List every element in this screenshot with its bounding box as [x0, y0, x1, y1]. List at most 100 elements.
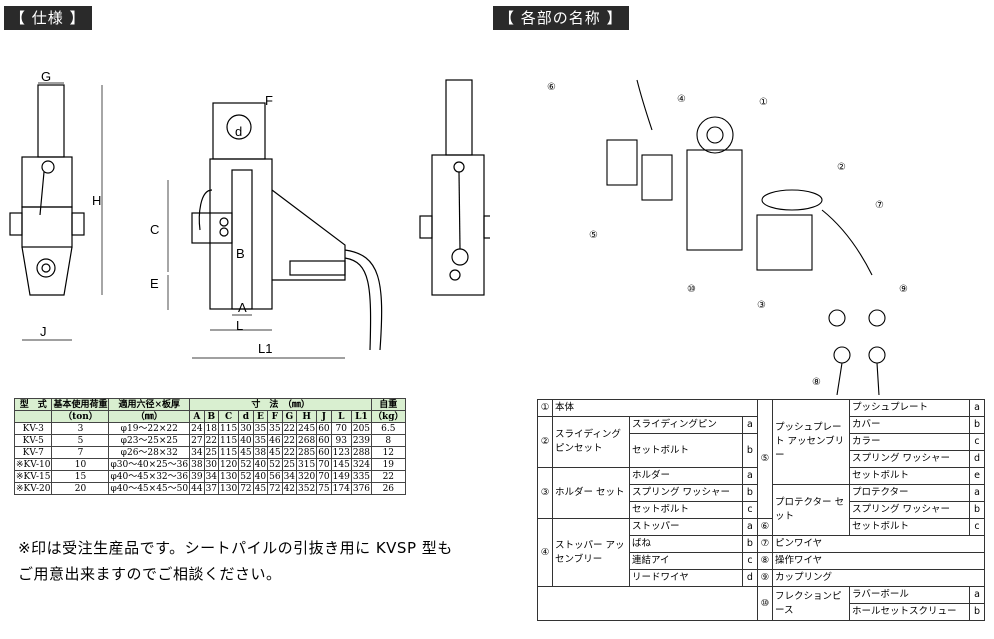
th-load-unit: （ton） [51, 410, 110, 423]
spec-cell: 45 [267, 446, 283, 459]
spec-cell: 26 [371, 482, 406, 495]
spec-cell: ※KV-15 [13, 470, 53, 483]
th-col-a: A [189, 410, 205, 423]
part-8: 操作ワイヤ [771, 552, 986, 570]
spec-cell: 120 [218, 458, 240, 471]
spec-cell: 335 [350, 470, 373, 483]
th-weight-unit: （kg） [371, 410, 406, 423]
spec-cell: 10 [51, 458, 110, 471]
part-5d: スプリング ワッシャー [848, 450, 971, 468]
spec-header: 【 仕様 】 [4, 6, 92, 30]
part-5: プッシュプレート アッセンブリー [771, 399, 850, 485]
th-col-l: L [330, 410, 352, 423]
th-col-j: J [316, 410, 332, 423]
spec-cell: 93 [330, 434, 352, 447]
part-5a: プッシュプレート [848, 399, 971, 417]
spec-cell: KV-7 [13, 446, 53, 459]
spec-cell: 45 [252, 482, 269, 495]
th-size: 適用六径×板厚 [108, 398, 191, 411]
spec-cell: 30 [238, 422, 254, 435]
spec-cell: 39 [189, 470, 205, 483]
spec-cell: 205 [350, 422, 373, 435]
callout-2: ② [837, 162, 846, 173]
part-3: ホルダー セット [552, 467, 630, 519]
part-5b: カバー [848, 416, 971, 434]
spec-cell: 324 [350, 458, 373, 471]
spec-cell: 72 [238, 482, 254, 495]
spec-cell: 174 [330, 482, 352, 495]
spec-cell: 320 [296, 470, 318, 483]
part-6a: プロテクター [848, 484, 971, 502]
spec-cell: 18 [203, 422, 220, 435]
spec-cell: 245 [296, 422, 318, 435]
note-line-2: ご用意出来ますのでご相談ください。 [18, 565, 282, 583]
dim-e: E [150, 276, 159, 291]
dim-f: F [265, 93, 273, 108]
part-10b: ホールセットスクリュー [848, 603, 971, 621]
spec-cell: 27 [189, 434, 205, 447]
spec-cell: 60 [316, 446, 332, 459]
spec-cell: φ26～28×32 [108, 446, 191, 459]
parts-diagram: ① ② ③ ④ ⑤ ⑥ ⑦ ⑧ ⑨ ⑩ [547, 79, 908, 395]
part-5e: セットボルト [848, 467, 971, 485]
th-load: 基本使用荷重 [51, 398, 110, 411]
spec-cell: 30 [203, 458, 220, 471]
spec-cell: 38 [252, 446, 269, 459]
spec-cell: 24 [189, 422, 205, 435]
th-weight: 自重 [371, 398, 406, 411]
th-model: 型 式 [13, 398, 53, 411]
callout-5: ⑤ [589, 230, 598, 241]
th-size-unit: （㎜） [108, 410, 191, 423]
spec-cell: 19 [371, 458, 406, 471]
callout-8: ⑧ [812, 377, 821, 388]
spec-cell: 149 [330, 470, 352, 483]
spec-cell: 56 [267, 470, 283, 483]
spec-cell: 40 [252, 470, 269, 483]
spec-cell: φ40～45×45～50 [108, 482, 191, 495]
part-4: ストッパー アッセンブリー [552, 518, 630, 587]
spec-cell: 288 [350, 446, 373, 459]
callout-4: ④ [677, 94, 686, 105]
spec-cell: KV-5 [13, 434, 53, 447]
spec-cell: 70 [316, 458, 332, 471]
spec-cell: 22 [281, 422, 298, 435]
part-3c: セットボルト [629, 501, 743, 519]
callout-10: ⑩ [687, 284, 696, 295]
spec-cell: 145 [330, 458, 352, 471]
spec-cell: 22 [281, 446, 298, 459]
spec-cell: 3 [51, 422, 110, 435]
callout-9: ⑨ [899, 284, 908, 295]
callout-1: ① [759, 97, 768, 108]
spec-cell: 35 [267, 422, 283, 435]
part-3b: スプリング ワッシャー [629, 484, 743, 502]
spec-cell: φ19～22×22 [108, 422, 191, 435]
spec-cell: 115 [218, 434, 240, 447]
spec-cell: 75 [316, 482, 332, 495]
part-6: プロテクター セット [771, 484, 850, 536]
spec-cell: 5 [51, 434, 110, 447]
spec-cell: 70 [330, 422, 352, 435]
part-3a: ホルダー [629, 467, 743, 485]
spec-cell: 40 [252, 458, 269, 471]
spec-cell: φ30～40×25～36 [108, 458, 191, 471]
spec-cell: 22 [371, 470, 406, 483]
dim-l1: L1 [258, 341, 272, 356]
spec-cell: 37 [203, 482, 220, 495]
spec-cell: 25 [281, 458, 298, 471]
dim-g: G [41, 69, 51, 84]
part-5c: カラー [848, 433, 971, 451]
spec-cell: 46 [267, 434, 283, 447]
spec-cell: 44 [189, 482, 205, 495]
th-col-h: H [296, 410, 318, 423]
spec-cell: 123 [330, 446, 352, 459]
spec-cell: 115 [218, 422, 240, 435]
spec-table: 型 式 基本使用荷重 適用六径×板厚 寸 法 （㎜） 自重 （ton） （㎜） … [13, 398, 406, 495]
spec-cell: 60 [316, 422, 332, 435]
dim-a: A [238, 300, 247, 315]
part-6c: セットボルト [848, 518, 971, 536]
spec-cell: 130 [218, 482, 240, 495]
